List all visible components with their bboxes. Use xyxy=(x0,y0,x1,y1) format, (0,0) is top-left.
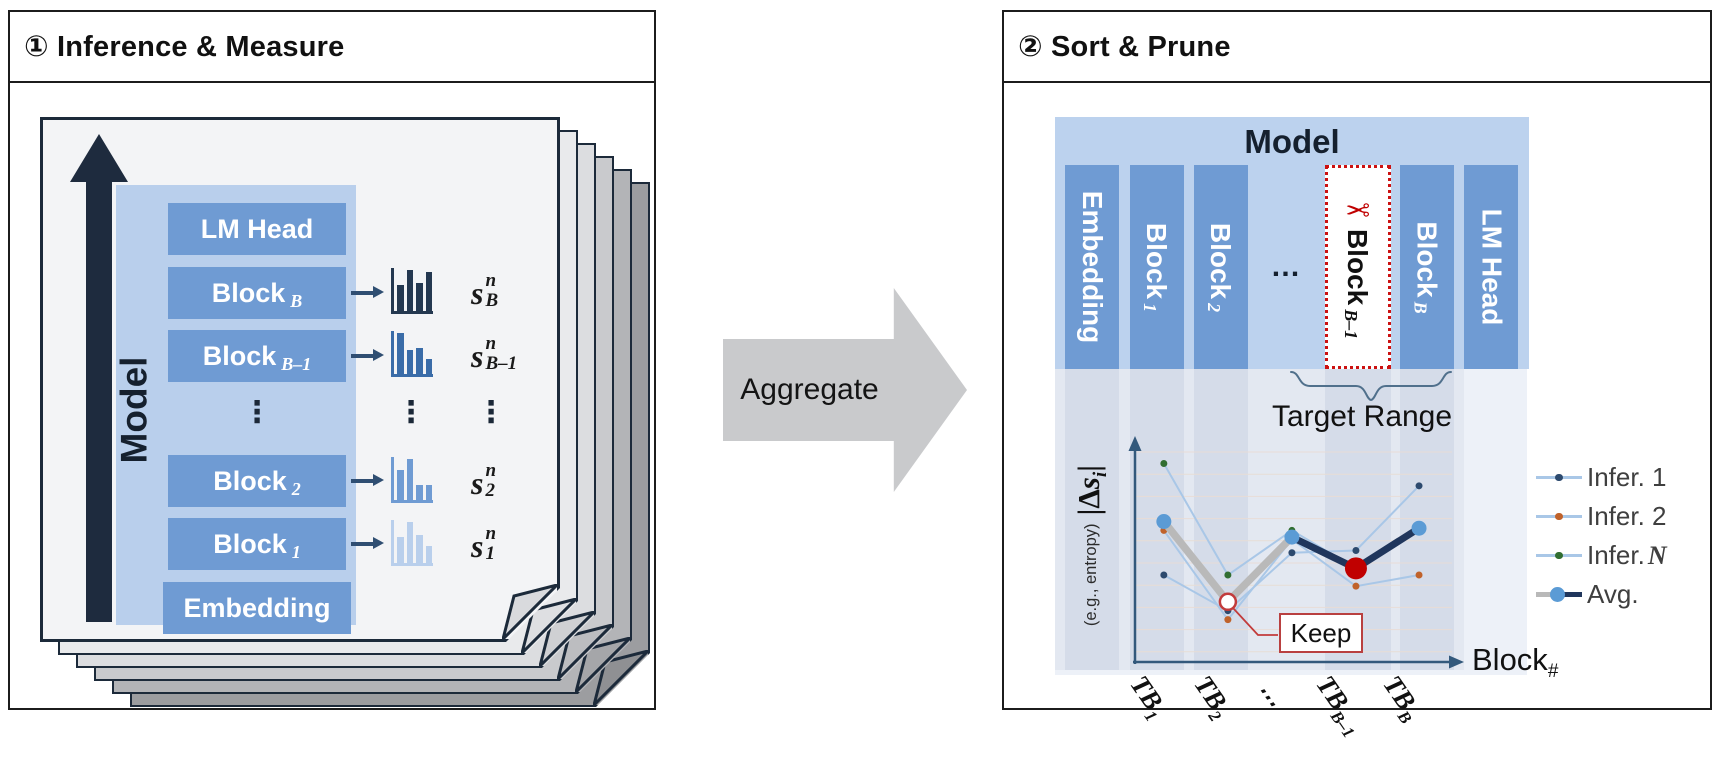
x-axis-label: Block# xyxy=(1472,642,1559,683)
legend-avg: Avg. xyxy=(1536,575,1667,614)
column-stripe xyxy=(1065,369,1119,670)
aggregate-arrow: Aggregate xyxy=(723,288,967,492)
vertical-ellipsis: ⋮ xyxy=(242,395,272,430)
vertical-ellipsis: ⋮ xyxy=(396,395,426,430)
scissors-icon: ✂ xyxy=(1345,190,1371,226)
legend-avg-icon xyxy=(1536,587,1582,603)
measure-arrow-head xyxy=(373,349,384,361)
measure-arrow-head xyxy=(373,474,384,486)
column-lm-head: LM Head xyxy=(1464,165,1518,369)
keep-annotation: Keep xyxy=(1279,613,1363,653)
target-range-brace xyxy=(1290,371,1452,402)
legend-line-dot-icon xyxy=(1536,509,1582,525)
model-title: Model xyxy=(1244,123,1340,160)
target-range-label: Target Range xyxy=(1271,400,1453,433)
column-ellipsis: … xyxy=(1270,250,1303,283)
legend-infer-2: Infer. 2 xyxy=(1536,497,1667,536)
histogram-icon xyxy=(391,268,433,314)
score-chart xyxy=(1122,417,1482,707)
forward-pass-arrow-shaft xyxy=(86,180,112,622)
block-lm-head: LM Head xyxy=(168,203,346,255)
measure-arrow-head xyxy=(373,286,384,298)
column-stripe xyxy=(1194,369,1248,670)
chart-stripe-zone xyxy=(1055,369,1464,670)
histogram-icon xyxy=(391,520,433,566)
legend-line-dot-icon xyxy=(1536,548,1582,564)
vertical-ellipsis: ⋮ xyxy=(476,395,506,430)
histogram-icon xyxy=(391,457,433,503)
forward-pass-arrow-head xyxy=(70,134,128,182)
column-embedding: Embedding xyxy=(1065,165,1119,369)
block-embedding: Embedding xyxy=(163,582,351,634)
y-axis-label: (e.g., entropy) |Δsi| xyxy=(1071,465,1112,627)
measure-arrow xyxy=(351,479,375,483)
panel-inference-measure: ① Inference & Measure Model LM Head xyxy=(8,10,656,710)
measure-arrow-head xyxy=(373,537,384,549)
measure-arrow xyxy=(351,291,375,295)
chart-legend: Infer. 1 Infer. 2 Infer.N Avg. xyxy=(1536,458,1667,614)
column-stripe xyxy=(1400,369,1454,670)
legend-line-dot-icon xyxy=(1536,470,1582,486)
legend-infer-1: Infer. 1 xyxy=(1536,458,1667,497)
histogram-icon xyxy=(391,331,433,377)
aggregate-label: Aggregate xyxy=(740,373,879,406)
folded-corner xyxy=(502,584,558,640)
measure-arrow xyxy=(351,354,375,358)
panel2-title: ② Sort & Prune xyxy=(1004,12,1710,83)
measure-arrow xyxy=(351,542,375,546)
panel1-title: ① Inference & Measure xyxy=(10,12,654,83)
legend-infer-N: Infer.N xyxy=(1536,536,1667,575)
model-vertical-label: Model xyxy=(113,356,155,464)
